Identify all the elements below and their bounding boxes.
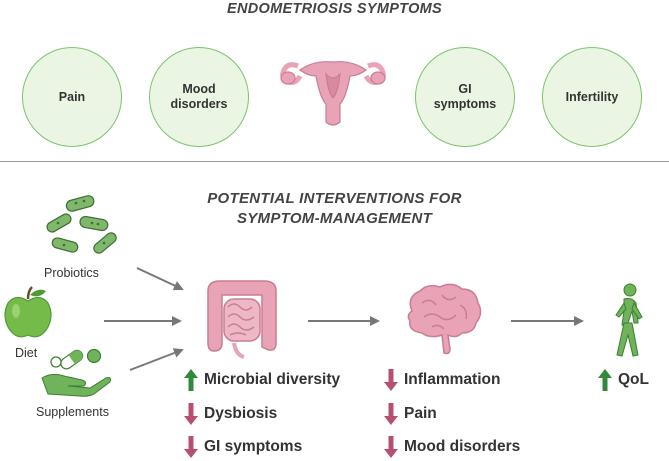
probiotics-bacteria-icon	[46, 195, 117, 254]
effect-label: QoL	[618, 371, 649, 388]
supplements-to-gut-arrow	[129, 348, 184, 371]
effect-inflammation: Inflammation	[384, 369, 500, 391]
symptom-label: Mood disorders	[170, 82, 228, 111]
supplements-label: Supplements	[36, 405, 109, 419]
arrow-up-icon	[598, 369, 612, 391]
arrow-down-icon	[184, 436, 198, 458]
symptom-label: GI symptoms	[433, 82, 497, 111]
effect-qol: QoL	[598, 369, 649, 391]
diet-label: Diet	[15, 346, 38, 360]
arrow-down-icon	[384, 369, 398, 391]
arrow-down-icon	[384, 436, 398, 458]
symptoms-title: ENDOMETRIOSIS SYMPTOMS	[227, 1, 442, 17]
effect-pain: Pain	[384, 403, 437, 425]
interventions-title: POTENTIAL INTERVENTIONS FOR SYMPTOM-MANA…	[0, 189, 669, 229]
intestines-icon	[207, 280, 277, 359]
effect-dysbiosis: Dysbiosis	[184, 403, 277, 425]
section-divider	[0, 161, 669, 162]
apple-icon	[4, 286, 52, 338]
arrow-down-icon	[184, 403, 198, 425]
symptom-circle-mood: Mood disorders	[149, 47, 249, 147]
interventions-title-line2: SYMPTOM-MANAGEMENT	[236, 210, 433, 227]
effect-mood-disorders: Mood disorders	[384, 436, 520, 458]
brain-icon	[407, 283, 482, 355]
symptom-label: Pain	[58, 89, 86, 104]
effect-label: Dysbiosis	[204, 405, 278, 422]
symptom-label: Infertility	[565, 89, 619, 104]
symptom-circle-pain: Pain	[22, 47, 122, 147]
supplements-hand-icon	[41, 348, 111, 397]
arrow-up-icon	[184, 369, 198, 391]
walking-person-icon	[615, 283, 643, 357]
effect-gi-symptoms: GI symptoms	[184, 436, 302, 458]
symptom-circle-infertility: Infertility	[542, 47, 642, 147]
probiotics-label: Probiotics	[44, 266, 99, 280]
uterus-icon	[280, 61, 386, 126]
effect-label: Inflammation	[404, 371, 501, 388]
interventions-title-line1: POTENTIAL INTERVENTIONS FOR	[207, 190, 462, 207]
arrow-down-icon	[384, 403, 398, 425]
effect-label: Mood disorders	[404, 438, 521, 455]
effect-label: GI symptoms	[204, 438, 303, 455]
effect-microbial-diversity: Microbial diversity	[184, 369, 340, 391]
effect-label: Microbial diversity	[204, 371, 341, 388]
probiotics-to-gut-arrow	[136, 267, 184, 291]
symptom-circle-gi: GI symptoms	[415, 47, 515, 147]
effect-label: Pain	[404, 405, 437, 422]
